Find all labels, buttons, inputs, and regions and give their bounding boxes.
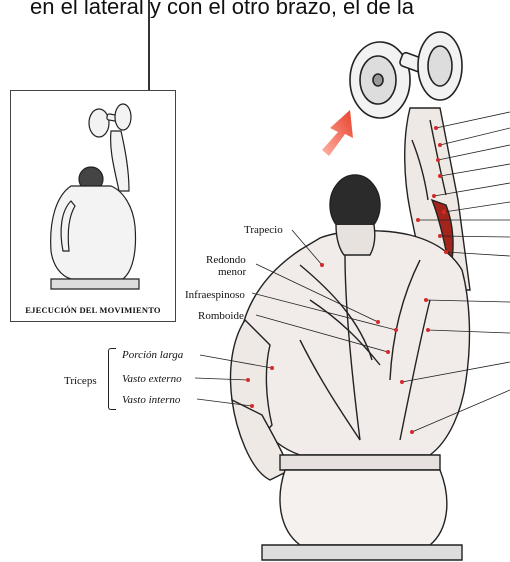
label-redondo-line2: menor bbox=[218, 267, 246, 278]
upward-arrow bbox=[322, 110, 353, 156]
label-redondo-line1: Redondo bbox=[206, 255, 246, 266]
label-triceps: Tríceps bbox=[64, 376, 97, 387]
label-romboide: Romboide bbox=[198, 311, 244, 322]
label-porcion-larga: Porción larga bbox=[122, 350, 183, 361]
inset-illustration bbox=[11, 91, 175, 301]
label-trapecio: Trapecio bbox=[244, 225, 283, 236]
inset-caption: EJECUCIÓN DEL MOVIMIENTO bbox=[11, 305, 175, 315]
inset-panel: EJECUCIÓN DEL MOVIMIENTO bbox=[10, 90, 176, 322]
seat bbox=[262, 455, 462, 560]
label-infraespinoso: Infraespinoso bbox=[185, 290, 245, 301]
label-vasto-interno: Vasto interno bbox=[122, 395, 180, 406]
label-vasto-externo: Vasto externo bbox=[122, 374, 182, 385]
triceps-bracket bbox=[108, 348, 116, 410]
dumbbell bbox=[350, 32, 462, 118]
